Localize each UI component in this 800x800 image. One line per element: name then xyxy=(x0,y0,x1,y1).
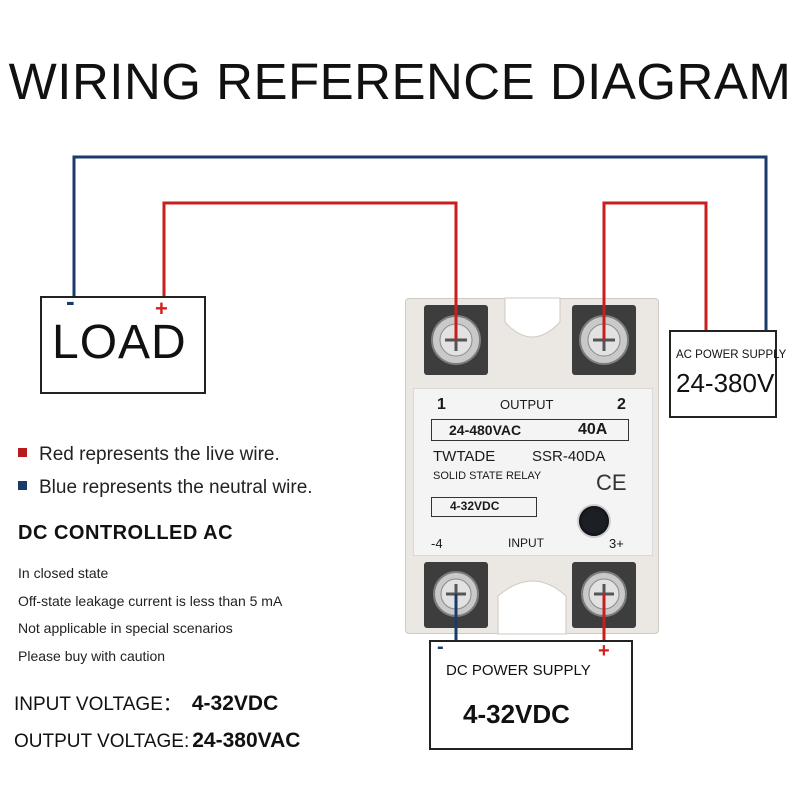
dc-power-supply-label: DC POWER SUPPLY xyxy=(446,662,591,679)
output-voltage-row: OUTPUT VOLTAGE:24-380VAC xyxy=(14,729,300,753)
relay-terminal-3: 3+ xyxy=(609,536,624,551)
legend-neutral-text: Blue represents the neutral wire. xyxy=(39,477,313,498)
blue-square-icon xyxy=(18,481,27,491)
status-led-icon xyxy=(579,506,609,536)
live-wire-load-to-terminal-1 xyxy=(162,201,458,340)
legend-live-text: Red represents the live wire. xyxy=(39,444,280,465)
relay-brand: TWTADE xyxy=(433,448,496,465)
legend-item-neutral: Blue represents the neutral wire. xyxy=(18,477,313,499)
relay-spec-frame xyxy=(431,419,629,441)
load-plus-sign: + xyxy=(155,296,168,321)
dc-controlled-heading: DC CONTROLLED AC xyxy=(18,522,234,544)
load-box xyxy=(40,296,206,394)
neutral-wire-load-to-ac xyxy=(72,155,768,330)
dc-power-supply-box xyxy=(429,640,633,750)
relay-type: SOLID STATE RELAY xyxy=(433,470,542,482)
relay-input-label: INPUT xyxy=(508,536,544,550)
relay-spec-voltage: 24-480VAC xyxy=(449,422,522,438)
ac-power-supply-box xyxy=(669,330,777,418)
load-minus-sign: - xyxy=(66,286,75,316)
relay-model: SSR-40DA xyxy=(532,448,606,465)
relay-terminal-4: -4 xyxy=(431,536,443,551)
relay-input-frame xyxy=(431,497,537,517)
relay-output-label: OUTPUT xyxy=(500,397,554,412)
output-voltage-key: OUTPUT VOLTAGE: xyxy=(14,731,190,752)
dc-power-supply-value: 4-32VDC xyxy=(463,699,570,729)
ac-power-supply-value: 24-380V xyxy=(676,368,775,398)
legend-item-live: Red represents the live wire. xyxy=(18,444,280,466)
input-voltage-key: INPUT VOLTAGE： xyxy=(14,694,182,715)
relay-terminal-1: 1 xyxy=(437,396,446,413)
input-voltage-value: 4-32VDC xyxy=(191,692,279,715)
relay-terminal-2: 2 xyxy=(617,396,626,413)
relay-spec-current: 40A xyxy=(578,421,608,438)
note-item: Please buy with caution xyxy=(18,648,166,664)
note-item: In closed state xyxy=(18,565,109,581)
ce-mark-icon: CE xyxy=(596,470,627,495)
dc-plus-sign: + xyxy=(598,640,610,662)
note-item: Not applicable in special scenarios xyxy=(18,620,233,636)
red-square-icon xyxy=(18,448,27,458)
input-voltage-row: INPUT VOLTAGE： 4-32VDC xyxy=(14,689,278,716)
relay-label-plate xyxy=(413,388,653,556)
ac-power-supply-label: AC POWER SUPPLY xyxy=(676,349,787,361)
load-label: LOAD xyxy=(52,316,187,369)
page-title: WIRING REFERENCE DIAGRAM xyxy=(8,53,792,110)
output-voltage-value: 24-380VAC xyxy=(192,729,301,752)
relay-input-range: 4-32VDC xyxy=(450,499,500,513)
live-wire-terminal-2-to-ac xyxy=(602,201,708,340)
note-item: Off-state leakage current is less than 5… xyxy=(18,593,283,609)
dc-minus-sign: - xyxy=(437,636,444,658)
